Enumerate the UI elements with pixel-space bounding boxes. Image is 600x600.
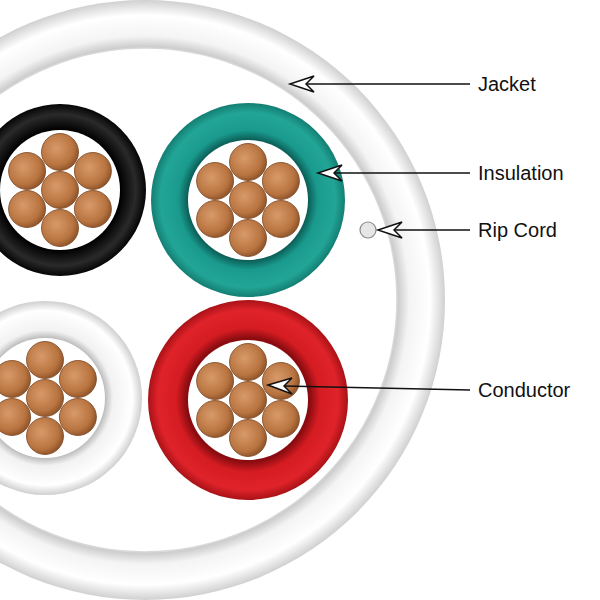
copper-strand xyxy=(74,191,111,228)
copper-strand xyxy=(74,153,111,190)
copper-strand xyxy=(230,144,267,181)
conductor-strands xyxy=(0,134,299,457)
copper-strand xyxy=(27,380,64,417)
insulation-bore xyxy=(188,140,308,260)
copper-strand xyxy=(262,163,299,200)
arrowhead xyxy=(290,76,314,92)
copper-strand xyxy=(230,420,267,457)
copper-strand xyxy=(27,418,64,455)
black-insulation xyxy=(0,104,146,276)
copper-strand xyxy=(9,191,46,228)
leader-line xyxy=(284,386,470,390)
insulation-bore xyxy=(0,130,120,250)
copper-strand xyxy=(230,182,267,219)
insulation-bore xyxy=(0,338,105,458)
copper-strand xyxy=(197,401,234,438)
teal-insulation xyxy=(151,103,345,297)
copper-strand xyxy=(197,201,234,238)
copper-strand xyxy=(42,210,79,247)
copper-strand xyxy=(197,363,234,400)
red-insulation xyxy=(148,300,348,500)
leader-line xyxy=(394,229,470,231)
copper-strand xyxy=(59,361,96,398)
arrowhead xyxy=(268,378,292,394)
leader-line xyxy=(306,83,470,85)
copper-strand xyxy=(42,134,79,171)
arrowhead xyxy=(378,222,402,238)
leader-line xyxy=(334,172,470,174)
jacket-inner xyxy=(0,48,397,552)
part-label: Rip Cord xyxy=(476,218,559,242)
copper-strand xyxy=(27,342,64,379)
part-label: Insulation xyxy=(476,161,566,185)
rip-cord xyxy=(360,222,376,238)
copper-strand xyxy=(262,201,299,238)
part-label: Conductor xyxy=(476,378,572,402)
copper-strand xyxy=(230,220,267,257)
copper-strand xyxy=(197,163,234,200)
copper-strand xyxy=(42,172,79,209)
insulation-bore xyxy=(188,340,308,460)
jacket xyxy=(0,0,445,600)
copper-strand xyxy=(230,382,267,419)
leader-lines xyxy=(268,76,470,394)
copper-strand xyxy=(0,361,31,398)
copper-strand xyxy=(262,401,299,438)
copper-strand xyxy=(59,399,96,436)
part-label: Jacket xyxy=(476,72,538,96)
copper-strand xyxy=(262,363,299,400)
arrowhead xyxy=(318,165,342,181)
copper-strand xyxy=(9,153,46,190)
copper-strand xyxy=(0,399,31,436)
white-insulation xyxy=(0,301,142,495)
copper-strand xyxy=(230,344,267,381)
